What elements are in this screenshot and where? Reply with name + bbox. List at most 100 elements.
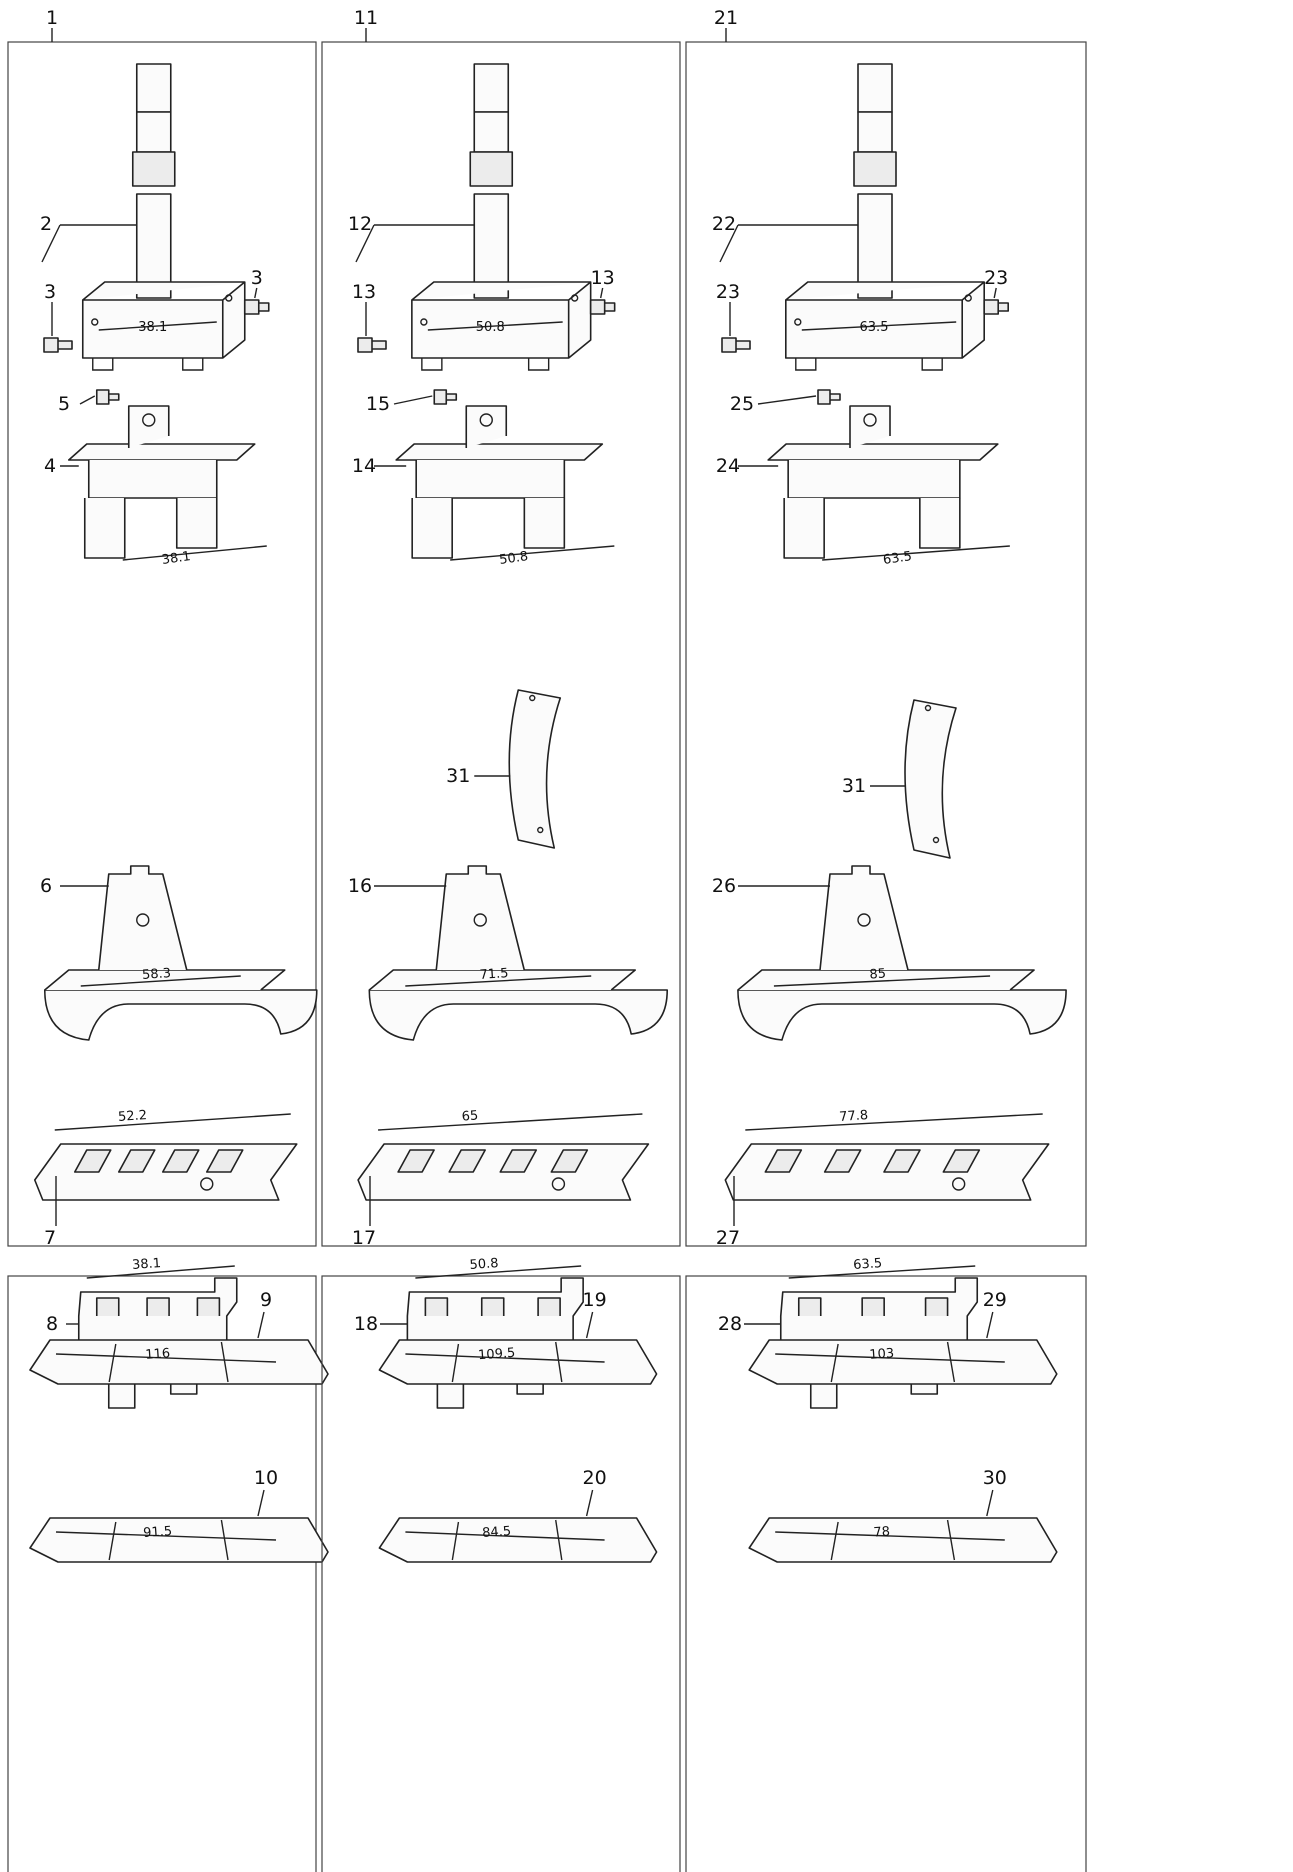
foot-legs xyxy=(411,498,566,559)
bar-collar xyxy=(469,151,514,187)
plate-hole-bottom xyxy=(932,836,940,844)
slide1-dimension: 116 xyxy=(145,1346,171,1363)
feed-dog-dim-line xyxy=(788,1265,976,1279)
foot-legs xyxy=(83,498,218,559)
screw-right-leader xyxy=(599,287,604,299)
bar-dim-line xyxy=(98,321,217,331)
column-11: 1150.812131350.814153171.516651750.81810… xyxy=(321,7,681,1872)
foot-screw-leader xyxy=(757,395,817,405)
slide2-seam-left xyxy=(451,1521,460,1561)
slide1-seam-left xyxy=(108,1343,117,1383)
feed-slot xyxy=(73,1149,112,1173)
feed-slot xyxy=(942,1149,981,1173)
feed-dog-assembly: 63.528 xyxy=(718,1256,979,1409)
feed-slot xyxy=(205,1149,244,1173)
foot-callout: 14 xyxy=(352,455,376,477)
slide1-seam-left xyxy=(451,1343,460,1383)
foot-callout: 4 xyxy=(44,455,56,477)
screw-left-icon xyxy=(43,337,73,353)
shoe-dimension: 71.5 xyxy=(479,966,509,983)
slide1-callout: 19 xyxy=(582,1289,606,1311)
slide2-plate: 91.510 xyxy=(29,1467,329,1563)
plate-hole-top xyxy=(924,704,932,712)
slide2-dim-line xyxy=(55,1531,277,1541)
slide1-dimension: 109.5 xyxy=(478,1346,516,1364)
presser-foot-assembly: 50.8 14 15 xyxy=(352,389,615,568)
screw-right-icon xyxy=(983,299,1009,315)
bar-collar xyxy=(131,151,176,187)
feed-dog-tooth xyxy=(480,1297,505,1316)
foot-screw-icon xyxy=(433,389,458,405)
foot-screw-leader xyxy=(393,395,433,405)
foot-screw-callout: 15 xyxy=(366,393,390,415)
feed-slot xyxy=(397,1149,435,1173)
slide1-body xyxy=(29,1339,329,1385)
foot-legs xyxy=(783,498,961,559)
bar-lower-segment xyxy=(135,193,172,299)
feed-plate-hole xyxy=(200,1177,214,1191)
plate-callout: 31 xyxy=(446,765,470,787)
shoe-base xyxy=(737,989,1067,1041)
foot-body xyxy=(787,460,961,499)
foot-ear-hole xyxy=(142,413,156,427)
slide1-seam-right xyxy=(220,1341,229,1383)
slide1-dim-line xyxy=(55,1353,277,1363)
slide2-plate: 84.520 xyxy=(378,1467,658,1563)
thin-plate: 31 xyxy=(842,699,957,859)
screw-left-callout: 23 xyxy=(716,281,740,303)
slide1-leader xyxy=(257,1311,265,1339)
screw-hole-left xyxy=(420,318,428,326)
bar-top-segment xyxy=(473,63,510,113)
feed-plate-assembly: 77.827 xyxy=(716,1108,1050,1249)
shoe-dimension: 85 xyxy=(869,966,887,982)
feed-dog-dimension: 50.8 xyxy=(469,1256,499,1273)
feed-dog-tooth xyxy=(424,1297,449,1316)
foot-ear-hole xyxy=(863,413,877,427)
bar-lower-segment xyxy=(857,193,893,299)
screw-right-callout: 3 xyxy=(251,267,263,289)
group-number: 11 xyxy=(354,7,378,29)
shoe-base xyxy=(43,989,318,1041)
foot-screw-leader xyxy=(79,395,96,405)
feed-plate-hole xyxy=(551,1177,566,1191)
foot-dimension: 50.8 xyxy=(498,549,529,568)
feed-dog-callout: 8 xyxy=(46,1313,58,1335)
shoe-callout: 6 xyxy=(40,875,52,897)
feed-dog-tooth xyxy=(95,1297,120,1316)
slide2-callout: 20 xyxy=(582,1467,606,1489)
bar-callout: 2 xyxy=(40,213,52,235)
slide2-dim-line xyxy=(405,1531,605,1541)
diagram-columns: 138.123338.14558.3652.2738.18116991.5101… xyxy=(7,7,1087,1872)
foot-ear xyxy=(465,405,508,448)
shoe-base xyxy=(368,989,669,1041)
feed-dog-assembly: 50.818 xyxy=(354,1256,584,1409)
feed-dog-assembly: 38.18 xyxy=(46,1256,238,1409)
shoe-upright xyxy=(435,865,526,971)
foot-callout: 24 xyxy=(716,455,740,477)
foot-screw-icon xyxy=(95,389,120,405)
bar-holder-feet xyxy=(92,358,204,371)
foot-dim-line xyxy=(122,545,267,561)
bar-dim-line xyxy=(427,321,563,331)
screw-hole-right xyxy=(964,294,972,302)
feed-dog-tooth xyxy=(537,1297,561,1316)
shoe-upright xyxy=(97,865,188,971)
bar-holder-feet xyxy=(795,358,943,371)
feed-dog-tooth xyxy=(924,1297,949,1316)
bar-dimension: 63.5 xyxy=(860,320,889,335)
slide2-dim-line xyxy=(775,1531,1005,1541)
upper-frame xyxy=(321,41,681,1247)
slide1-seam-right xyxy=(946,1341,956,1383)
feed-dog-dim-line xyxy=(86,1265,235,1279)
foot-dim-line xyxy=(450,545,615,561)
feed-dim-line xyxy=(54,1113,291,1131)
slide2-seam-left xyxy=(830,1521,839,1561)
foot-flange xyxy=(67,443,256,461)
slide1-dim-line xyxy=(775,1353,1005,1363)
foot-ear xyxy=(849,405,891,448)
